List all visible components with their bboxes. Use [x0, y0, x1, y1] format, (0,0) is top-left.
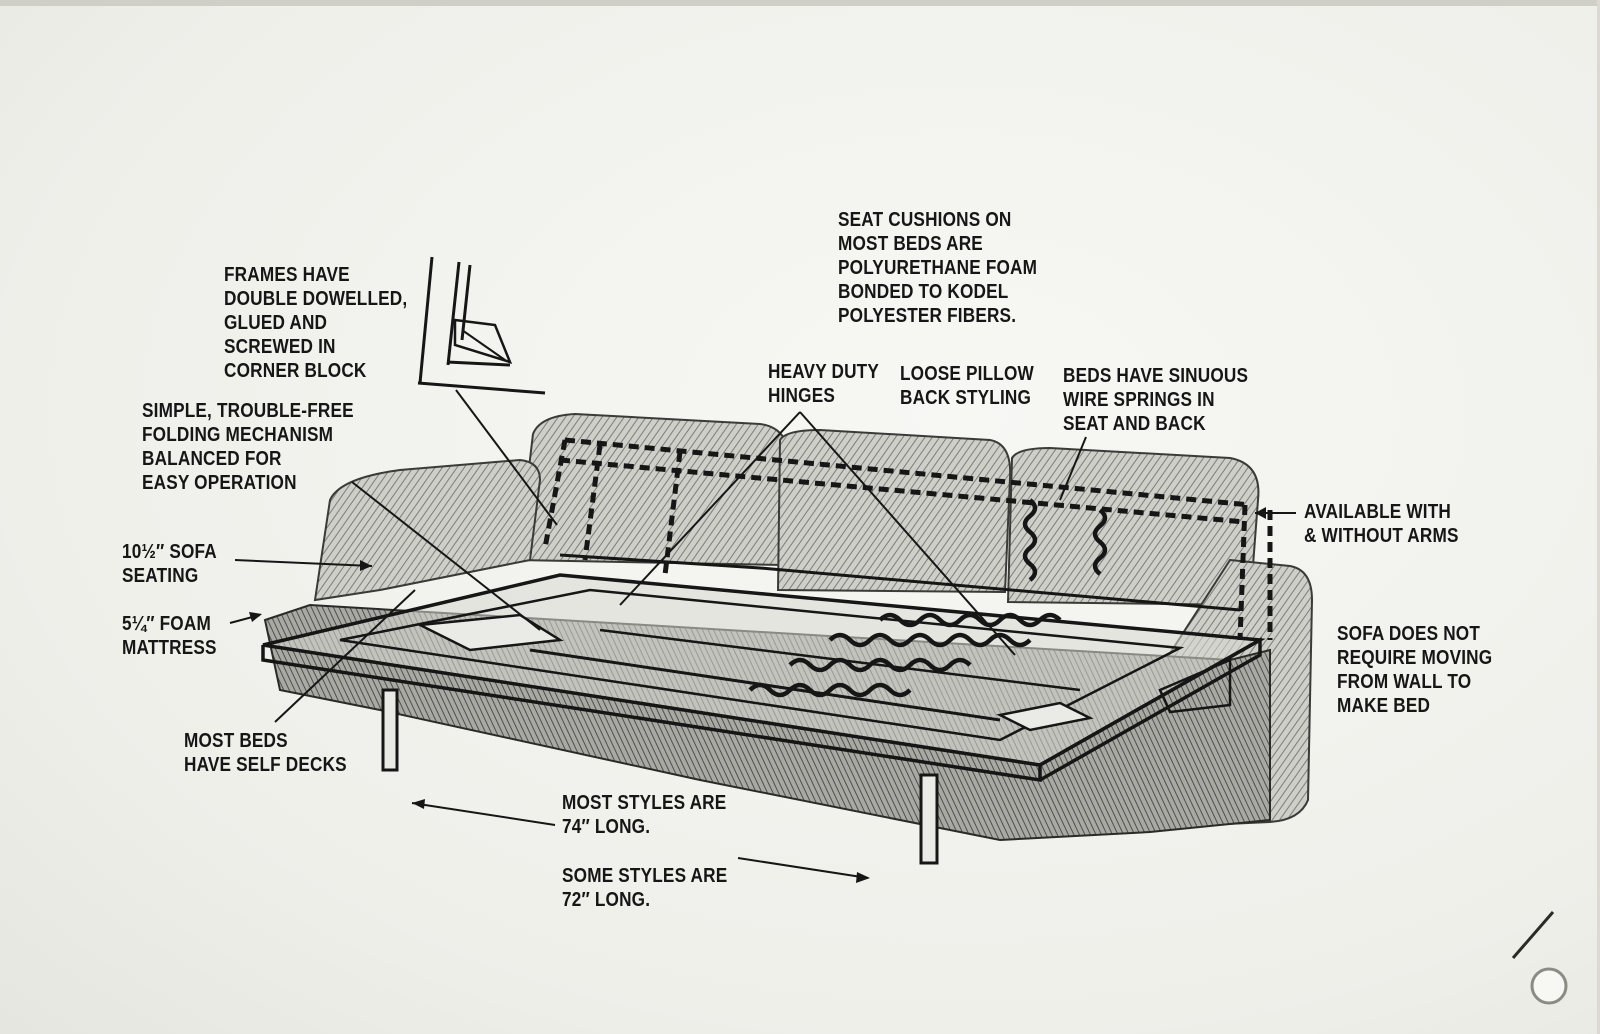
- label-length-74: MOST STYLES ARE 74″ LONG.: [562, 792, 727, 838]
- label-springs: BEDS HAVE SINUOUS WIRE SPRINGS IN SEAT A…: [1063, 365, 1249, 435]
- leader-arrowheads: [249, 507, 1266, 883]
- back-pillows: [516, 412, 1260, 607]
- page-right-edge: [1597, 0, 1600, 1034]
- leader-lines: [229, 389, 1296, 879]
- label-arms: AVAILABLE WITH & WITHOUT ARMS: [1304, 501, 1459, 547]
- label-sofa-seating: 10½″ SOFA SEATING: [122, 541, 217, 587]
- label-frames: FRAMES HAVE DOUBLE DOWELLED, GLUED AND S…: [224, 264, 408, 382]
- label-self-decks: MOST BEDS HAVE SELF DECKS: [184, 730, 347, 776]
- sinuous-springs: [748, 498, 1108, 698]
- bed-frame: [261, 553, 1266, 783]
- corner-block-inset: [417, 256, 546, 395]
- label-seat-cushions: SEAT CUSHIONS ON MOST BEDS ARE POLYURETH…: [838, 209, 1038, 327]
- label-pillow-back: LOOSE PILLOW BACK STYLING: [900, 363, 1034, 409]
- back-frame-dashed: [542, 437, 1273, 641]
- label-hinges: HEAVY DUTY HINGES: [768, 361, 879, 407]
- page-fastener: [1511, 911, 1568, 1005]
- label-no-moving: SOFA DOES NOT REQUIRE MOVING FROM WALL T…: [1337, 623, 1493, 717]
- label-foam-mattress: 5¼″ FOAM MATTRESS: [122, 613, 217, 659]
- label-length-72: SOME STYLES ARE 72″ LONG.: [562, 865, 728, 911]
- label-folding-mechanism: SIMPLE, TROUBLE-FREE FOLDING MECHANISM B…: [142, 400, 354, 494]
- sofa-legs: [381, 688, 939, 865]
- page-top-edge: [0, 0, 1600, 6]
